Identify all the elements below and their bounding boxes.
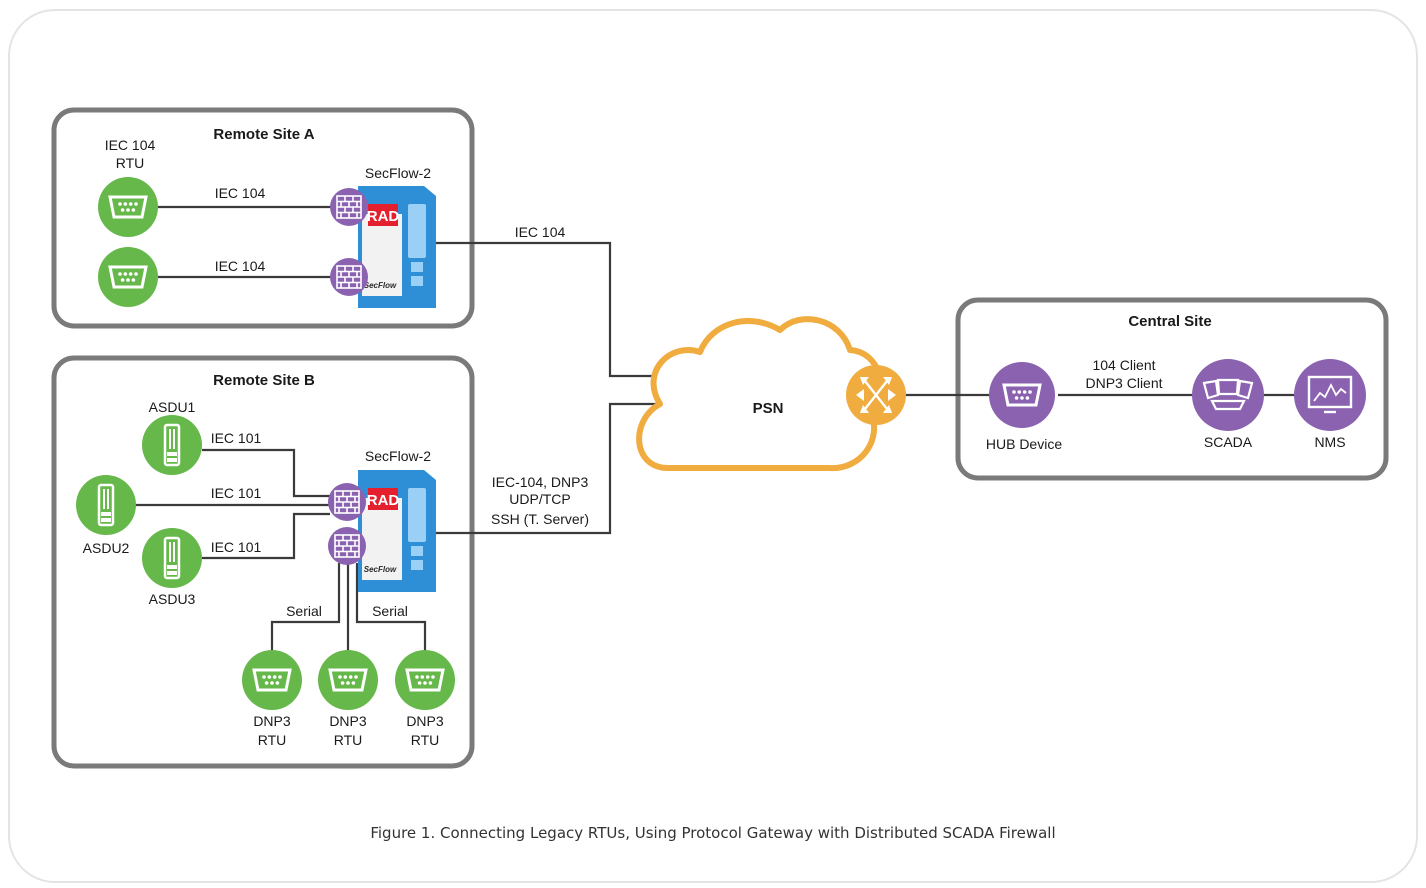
firewall-icon xyxy=(329,187,369,227)
serial-label-2: Serial xyxy=(372,603,408,619)
rtu-serial-icon xyxy=(318,650,378,710)
site-b-uplink-label-3: SSH (T. Server) xyxy=(491,511,589,527)
hub-device-icon xyxy=(989,362,1055,428)
asdu-icon xyxy=(142,528,202,588)
client-label-1: 104 Client xyxy=(1092,357,1155,373)
site-a-rtu-label-2: RTU xyxy=(116,155,145,171)
client-label-2: DNP3 Client xyxy=(1085,375,1162,391)
site-b-device-label: SecFlow-2 xyxy=(365,448,431,464)
site-b-title: Remote Site B xyxy=(213,372,315,389)
central-title: Central Site xyxy=(1128,313,1211,330)
rad-logo: RAD xyxy=(367,208,400,225)
rtu-serial-icon xyxy=(242,650,302,710)
asdu3-label: ASDU3 xyxy=(149,591,196,607)
asdu1-label: ASDU1 xyxy=(149,399,196,415)
dnp3-rtu-2-label-2: RTU xyxy=(334,732,363,748)
site-b-link1-label: IEC 101 xyxy=(211,430,262,446)
asdu2-label: ASDU2 xyxy=(83,540,130,556)
dnp3-rtu-1-label-1: DNP3 xyxy=(253,713,291,729)
secflow-device-b: RAD SecFlow xyxy=(358,470,436,592)
dnp3-rtu-2-label-1: DNP3 xyxy=(329,713,367,729)
secflow-logo: SecFlow xyxy=(364,565,397,574)
site-a-title: Remote Site A xyxy=(213,126,314,143)
uplink-b xyxy=(436,402,660,535)
site-b-link3-label: IEC 101 xyxy=(211,539,262,555)
site-a-device-label: SecFlow-2 xyxy=(365,165,431,181)
switch-icon xyxy=(846,365,906,425)
serial-label-1: Serial xyxy=(286,603,322,619)
asdu-icon xyxy=(142,415,202,475)
serial-line-1 xyxy=(270,563,341,652)
scada-label: SCADA xyxy=(1204,434,1253,450)
serial-line-3 xyxy=(355,563,427,652)
firewall-icon xyxy=(327,482,367,522)
rtu-serial-icon xyxy=(395,650,455,710)
figure-caption: Figure 1. Connecting Legacy RTUs, Using … xyxy=(370,824,1055,842)
hub-label: HUB Device xyxy=(986,436,1062,452)
central-site-box xyxy=(955,297,1389,481)
site-b-uplink-label-1: IEC-104, DNP3 xyxy=(492,474,589,490)
dnp3-rtu-3-label-2: RTU xyxy=(411,732,440,748)
site-b-uplink-label-2: UDP/TCP xyxy=(509,491,570,507)
secflow-device-a: RAD SecFlow xyxy=(358,186,436,308)
dnp3-rtu-3-label-1: DNP3 xyxy=(406,713,444,729)
rtu-serial-icon xyxy=(98,177,158,237)
rad-logo: RAD xyxy=(367,492,400,509)
firewall-icon xyxy=(329,257,369,297)
dnp3-rtu-1-label-2: RTU xyxy=(258,732,287,748)
site-a-link2-label: IEC 104 xyxy=(215,258,266,274)
site-a-rtu-label-1: IEC 104 xyxy=(105,137,156,153)
psn-label: PSN xyxy=(753,400,784,417)
firewall-icon xyxy=(327,526,367,566)
nms-icon xyxy=(1294,359,1366,431)
scada-icon xyxy=(1192,359,1264,431)
uplink-a xyxy=(436,241,690,378)
site-a-uplink-label: IEC 104 xyxy=(515,224,566,240)
nms-label: NMS xyxy=(1314,434,1345,450)
site-a-link1-label: IEC 104 xyxy=(215,185,266,201)
link-b3 xyxy=(202,512,330,560)
link-b1 xyxy=(202,448,330,498)
secflow-logo: SecFlow xyxy=(364,281,397,290)
asdu-icon xyxy=(76,475,136,535)
rtu-serial-icon xyxy=(98,247,158,307)
site-b-link2-label: IEC 101 xyxy=(211,485,262,501)
